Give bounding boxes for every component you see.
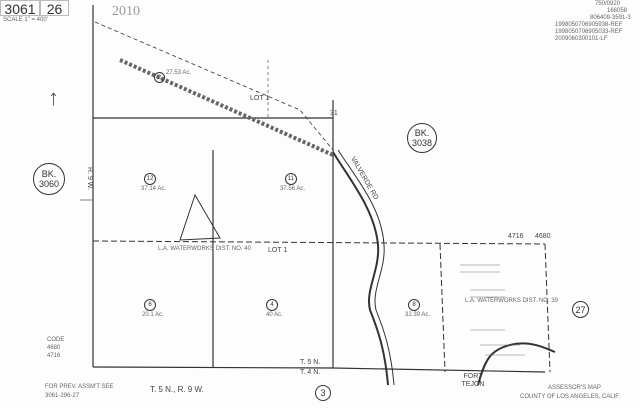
waterworks-label: L.A. WATERWORKS DIST. NO. 39	[465, 298, 558, 304]
neighbor-book-3060: BK.3060	[33, 163, 65, 195]
book-number-box: 3061	[0, 0, 40, 17]
code-boundary-left: 4716	[508, 233, 524, 240]
note: 1998050706905938-REF	[555, 22, 623, 28]
acreage: 32.39 Ac.	[405, 312, 431, 318]
code-value: 4716	[47, 353, 61, 359]
note: 166058	[607, 8, 628, 14]
highway-corridor	[119, 58, 334, 157]
parcel-98-triangle	[179, 193, 221, 241]
creek-road	[477, 342, 556, 386]
easement-line	[94, 21, 334, 151]
range-line-label: R. 9 W.	[85, 167, 93, 190]
neighbor-book-3038: BK.3038	[407, 123, 437, 153]
map-page-3: 3	[315, 385, 331, 401]
code-title: CODE	[47, 337, 65, 343]
township-upper: T. 5 N.	[300, 359, 321, 366]
county-label: COUNTY OF LOS ANGELES, CALIF.	[520, 394, 620, 400]
road-valverde-edge	[337, 149, 395, 386]
code-value: 4680	[47, 345, 61, 351]
acreage: 27.53 Ac.	[166, 70, 192, 76]
parcel-4: 4	[266, 299, 278, 311]
waterworks-label: L.A. WATERWORKS DIST. NO. 40	[158, 246, 251, 252]
parcel-6: 6	[144, 299, 156, 311]
note: 806409-3591-3	[590, 15, 631, 21]
date-stamp: 2010	[112, 4, 140, 19]
assessor-title: ASSESSOR'S MAP	[548, 385, 601, 391]
road-valverde	[332, 151, 389, 386]
parcel-27: 27	[572, 301, 589, 318]
acreage: 40 Ac.	[266, 312, 283, 318]
parcel-2: 2	[154, 72, 165, 83]
lot-1-label-b: LOT 1	[268, 247, 288, 254]
acreage: 37.14 Ac.	[141, 186, 167, 192]
fort-tejon-label: FORT TEJON	[461, 373, 485, 388]
code-boundary-right: 4680	[535, 233, 551, 240]
parcel-8: 8	[408, 299, 420, 311]
dashed-east-line	[544, 243, 551, 373]
parcel-12: 12	[144, 173, 156, 185]
township-lower: T. 4 N.	[300, 369, 321, 376]
township-range-title: T. 5 N., R. 9 W.	[150, 385, 204, 394]
dashed-diag-line	[439, 243, 446, 373]
note: 2009060300101-LF	[555, 36, 608, 42]
prev-assessment-note: FOR PREV. ASSM'T SEE	[45, 384, 114, 390]
scale-label: SCALE 1" = 400'	[3, 17, 48, 23]
page-number-box: 26	[40, 0, 69, 17]
section-number: 31	[330, 110, 338, 117]
note: 1998050706905033-REF	[555, 29, 623, 35]
acreage: 37.56 Ac.	[280, 186, 306, 192]
south-boundary	[92, 366, 334, 369]
prev-assessment-ref: 3061-296-27	[45, 393, 80, 399]
north-arrow-icon: ↑	[48, 85, 59, 110]
parcel-11: 11	[285, 173, 297, 185]
lot-1-label: LOT 1	[250, 95, 270, 102]
dashed-code-line	[92, 240, 546, 245]
note: 750/0920	[595, 1, 621, 7]
south-boundary-east	[332, 367, 546, 373]
acreage: 20.1 Ac.	[142, 312, 164, 318]
